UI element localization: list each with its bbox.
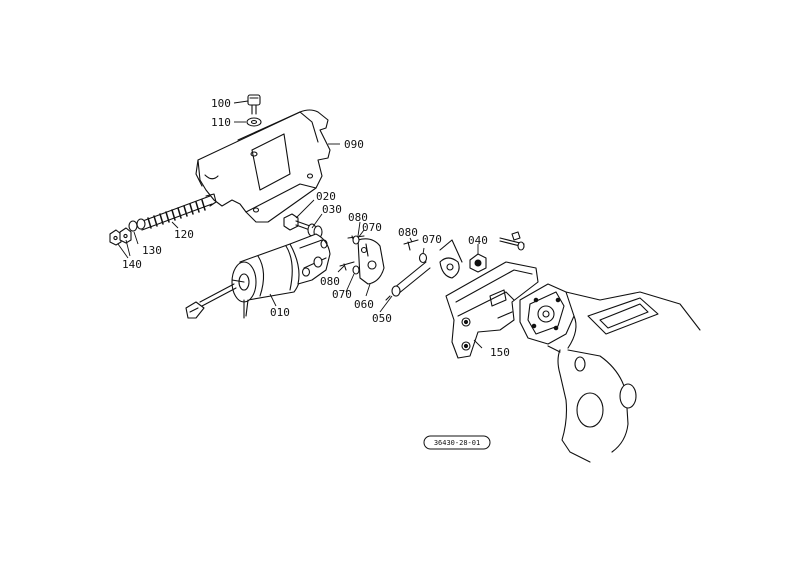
leader-lines (117, 100, 483, 349)
callout-020: 020 (316, 190, 336, 203)
engine-block (519, 283, 701, 463)
callout-060: 060 (354, 298, 374, 311)
spring-120 (139, 193, 217, 231)
callout-050: 050 (372, 312, 392, 325)
nut-140 (109, 227, 132, 246)
nut-040 (469, 253, 487, 273)
callout-070-right: 070 (422, 233, 442, 246)
solenoid-010 (185, 233, 331, 319)
callout-100: 100 (211, 97, 231, 110)
callout-140: 140 (122, 258, 142, 271)
callout-labels: 100 110 090 020 030 120 130 140 080 070 … (122, 97, 510, 359)
callout-010: 010 (270, 306, 290, 319)
callout-130: 130 (142, 244, 162, 257)
callout-040: 040 (468, 234, 488, 247)
cover-plate-090 (195, 109, 331, 223)
washer-130 (128, 218, 146, 232)
callout-030: 030 (322, 203, 342, 216)
callout-110: 110 (211, 116, 231, 129)
bolt-100 (247, 94, 261, 115)
reference-code: 36430-28-01 (434, 439, 480, 447)
bracket-plate-150 (445, 261, 539, 359)
washer-070a (352, 235, 360, 245)
rod-050 (385, 261, 431, 301)
callout-120: 120 (174, 228, 194, 241)
cotter-pin-080b (339, 261, 355, 271)
callout-080-upper: 080 (348, 211, 368, 224)
callout-080-lower: 080 (320, 275, 340, 288)
lever-060 (357, 238, 385, 285)
washer-110 (246, 117, 262, 127)
adjusting-screw (499, 231, 525, 251)
reference-code-badge: 36430-28-01 (423, 435, 491, 450)
washer-070b (352, 265, 360, 275)
callout-070-upper: 070 (362, 221, 382, 234)
callout-070-lower: 070 (332, 288, 352, 301)
callout-090: 090 (344, 138, 364, 151)
washer-070c (418, 252, 428, 264)
callout-150: 150 (490, 346, 510, 359)
callout-080-right: 080 (398, 226, 418, 239)
link-arm (439, 239, 463, 279)
cotter-pin-080c (403, 239, 419, 251)
